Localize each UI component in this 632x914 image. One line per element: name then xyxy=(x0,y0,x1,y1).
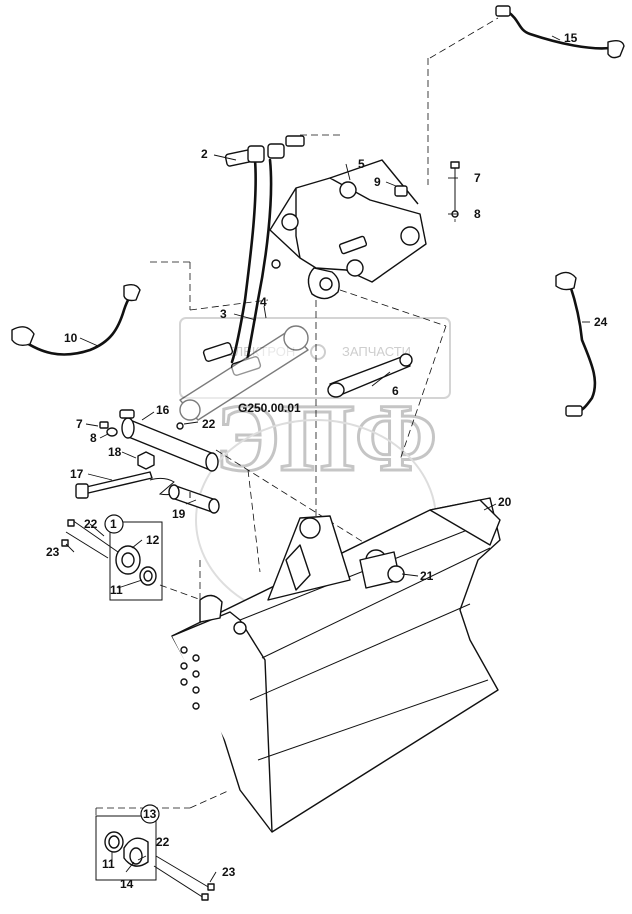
gear-watermark-icon xyxy=(310,344,326,360)
callout-23: 23 xyxy=(46,545,60,559)
callout-22-box1: 22 xyxy=(84,517,98,531)
callout-3: 3 xyxy=(220,307,227,321)
bolt-7-top xyxy=(271,161,460,269)
callout-11-box13: 11 xyxy=(102,857,115,871)
callout-4: 4 xyxy=(260,295,267,309)
hose-10 xyxy=(11,283,141,356)
callout-labels: 2 3 4 5 6 7 8 9 10 15 24 G250.00.01 16 2… xyxy=(46,31,608,891)
callout-16: 16 xyxy=(156,403,170,417)
washer-7-8-mid xyxy=(99,421,118,437)
side-plate-holes xyxy=(180,646,200,710)
callout-7-top: 7 xyxy=(474,171,481,185)
callout-22-box13: 22 xyxy=(156,835,170,849)
fitting-2 xyxy=(224,135,305,167)
callout-2: 2 xyxy=(201,147,208,161)
callout-7-mid: 7 xyxy=(76,417,83,431)
callout-14: 14 xyxy=(120,877,134,891)
bucket-20 xyxy=(171,497,501,833)
pin-19 xyxy=(168,484,220,514)
callout-circle-1 xyxy=(104,514,124,534)
nut-18 xyxy=(137,451,155,470)
callout-22: 22 xyxy=(202,417,216,431)
hose-24 xyxy=(555,271,597,417)
pin-6 xyxy=(327,353,413,398)
callout-17: 17 xyxy=(70,467,84,481)
callout-8-top: 8 xyxy=(474,207,481,221)
callout-8-mid: 8 xyxy=(90,431,97,445)
leader-lines xyxy=(65,35,590,883)
watermark-big: ЭПФ xyxy=(215,384,437,491)
callout-15: 15 xyxy=(564,31,578,45)
callout-21: 21 xyxy=(420,569,434,583)
tilt-cylinder xyxy=(179,325,309,421)
callout-11: 11 xyxy=(110,583,123,597)
bolt-17 xyxy=(75,471,181,499)
drawing-code: G250.00.01 xyxy=(238,401,301,415)
callout-9: 9 xyxy=(374,175,381,189)
watermark-line2: ЗАПЧАСТИ xyxy=(342,344,411,359)
callout-10: 10 xyxy=(64,331,78,345)
detail-box-13 xyxy=(95,815,215,901)
hose-15 xyxy=(495,5,625,59)
callout-circle-13 xyxy=(140,804,160,824)
callout-6: 6 xyxy=(392,384,399,398)
callout-13: 13 xyxy=(143,807,157,821)
callout-12: 12 xyxy=(146,533,160,547)
callout-18: 18 xyxy=(108,445,122,459)
callout-23-box13: 23 xyxy=(222,865,236,879)
callout-20: 20 xyxy=(498,495,512,509)
detail-box-1 xyxy=(61,519,163,601)
callout-24: 24 xyxy=(594,315,608,329)
bracket-5 xyxy=(269,159,427,300)
callout-19: 19 xyxy=(172,507,186,521)
callout-5: 5 xyxy=(358,157,365,171)
callout-1: 1 xyxy=(110,517,117,531)
pin-16 xyxy=(119,409,219,472)
